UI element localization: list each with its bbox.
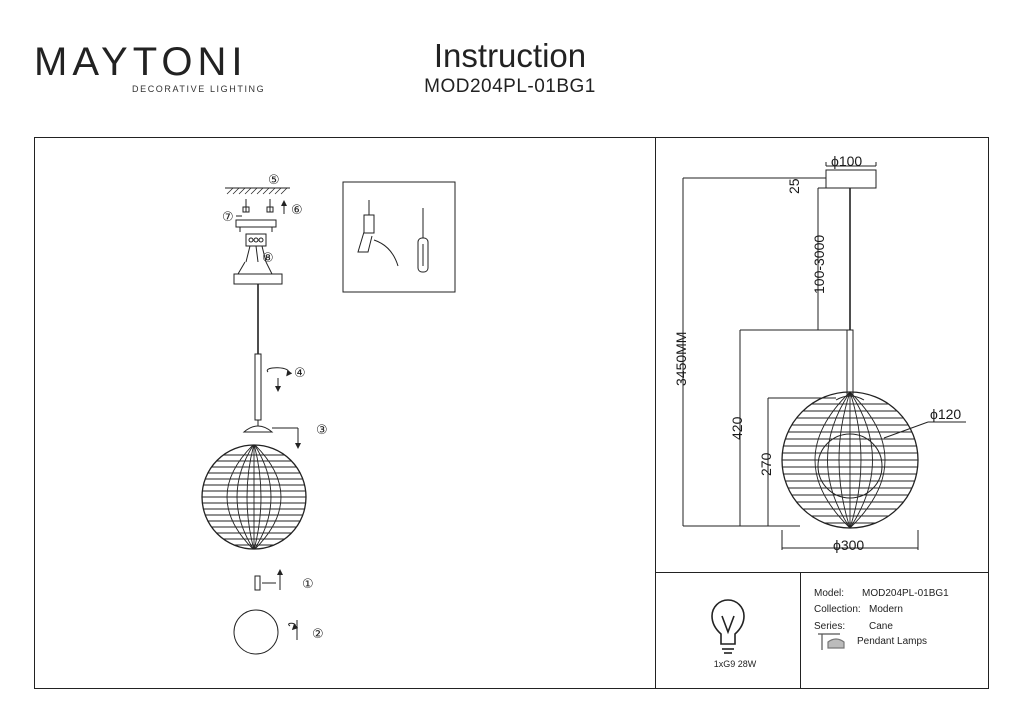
assembly-diagram bbox=[201, 187, 307, 655]
frame-divider-horizontal bbox=[655, 572, 989, 573]
step-7-label: ⑦ bbox=[222, 210, 234, 225]
dim-glass-height: 270 bbox=[758, 452, 774, 476]
drawing-frame bbox=[34, 137, 989, 689]
spec-collection-label: Collection: bbox=[814, 604, 861, 615]
g9-bulb-icon bbox=[254, 569, 283, 591]
lightbulb-icon bbox=[711, 599, 745, 654]
dim-glass-diameter: ϕ120 bbox=[930, 406, 961, 422]
spec-series-value: Cane bbox=[869, 621, 893, 632]
suspension-rod bbox=[254, 353, 262, 421]
document-title: Instruction MOD204PL-01BG1 bbox=[380, 38, 640, 98]
dim-total-height: 3450MM bbox=[673, 332, 689, 386]
rod-side bbox=[846, 329, 854, 395]
brand-name: MAYTONI bbox=[34, 40, 248, 84]
pendant-lamp-icon bbox=[818, 633, 845, 650]
brand-logo: MAYTONI DECORATIVE LIGHTING bbox=[34, 40, 266, 94]
tools-illustration bbox=[342, 181, 456, 293]
step-2-label: ② bbox=[312, 627, 324, 642]
dim-shade-diameter: ϕ300 bbox=[833, 537, 864, 553]
dimension-drawing bbox=[682, 162, 966, 550]
spec-model-value: MOD204PL-01BG1 bbox=[862, 588, 949, 599]
woven-shade-left bbox=[202, 445, 306, 549]
step-8-label: ⑧ bbox=[262, 251, 274, 266]
step-5-label: ⑤ bbox=[268, 173, 280, 188]
page-title: Instruction bbox=[433, 37, 587, 74]
spec-series-label: Series: bbox=[814, 621, 846, 632]
brand-tagline: DECORATIVE LIGHTING bbox=[132, 84, 266, 94]
frame-divider-vertical bbox=[655, 137, 656, 689]
mounting-bracket bbox=[235, 215, 277, 232]
terminal-block bbox=[245, 233, 267, 263]
spec-type-value: Pendant Lamps bbox=[857, 636, 928, 647]
glass-globe bbox=[233, 609, 279, 655]
dim-canopy-diameter: ϕ100 bbox=[831, 153, 862, 169]
dim-canopy-height: 25 bbox=[786, 178, 802, 194]
spec-collection-value: Modern bbox=[869, 604, 903, 615]
model-number: MOD204PL-01BG1 bbox=[424, 76, 596, 97]
step-3-label: ③ bbox=[316, 423, 328, 438]
bulb-spec: 1xG9 28W bbox=[713, 659, 757, 669]
drill-icon bbox=[363, 214, 375, 234]
canopy-side bbox=[825, 169, 877, 189]
step-1-label: ① bbox=[302, 577, 314, 592]
ceiling-hatch bbox=[225, 187, 290, 195]
screw-icon bbox=[242, 199, 287, 214]
spec-divider bbox=[800, 572, 801, 689]
dim-shade-height: 420 bbox=[729, 416, 745, 440]
canopy bbox=[233, 273, 283, 285]
shade-cap bbox=[242, 425, 274, 433]
spec-model-label: Model: bbox=[814, 588, 845, 599]
dim-cable-length: 100-3000 bbox=[811, 235, 827, 294]
step-4-label: ④ bbox=[294, 366, 306, 381]
inner-glass-globe bbox=[817, 433, 883, 499]
step-6-label: ⑥ bbox=[291, 203, 303, 218]
